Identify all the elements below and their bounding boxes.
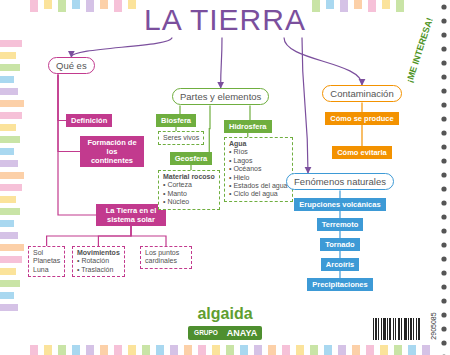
- node-text: • Ríos: [229, 148, 288, 156]
- connector-line: [98, 226, 131, 246]
- barcode-ground: [370, 316, 424, 342]
- node-text: Arcoíris: [326, 260, 354, 269]
- barcode: [373, 318, 420, 340]
- connector-line: [361, 125, 362, 146]
- node-text: Hidrosfera: [229, 122, 267, 131]
- category-box: Contaminación: [322, 85, 401, 102]
- color-strips: [0, 0, 430, 355]
- connector-line: [302, 38, 308, 174]
- title-node: LA TIERRA: [142, 3, 308, 38]
- connector-line: [249, 105, 250, 120]
- node-text: Sol Planetas Luna: [33, 249, 60, 274]
- connector-line: [179, 105, 180, 114]
- node-text: • Estados del agua: [229, 182, 288, 190]
- topic-box: Arcoíris: [321, 258, 359, 271]
- detail-box: Movimientos• Rotación• Traslación: [72, 246, 125, 277]
- logo-band: [188, 326, 262, 340]
- node-text: Geosfera: [175, 154, 208, 163]
- detail-box: Sol Planetas Luna: [28, 246, 65, 277]
- color-strips: [0, 0, 390, 355]
- color-strips: [0, 0, 416, 355]
- node-text: Biosfera: [161, 116, 191, 125]
- topic-box: Formación de los continentes: [80, 136, 144, 167]
- node-text: Cómo se produce: [330, 114, 393, 123]
- node-text: Seres vivos: [163, 134, 199, 142]
- node-text: • Corteza: [163, 181, 215, 189]
- node-text: Terremoto: [322, 220, 359, 229]
- node-text: • Manto: [163, 190, 215, 198]
- node-text: Fenómenos naturales: [294, 176, 386, 187]
- node-text: • Traslación: [77, 266, 120, 274]
- node-text: • Ciclo del agua: [229, 190, 288, 198]
- topic-box: Cómo evitarla: [332, 146, 392, 159]
- topic-box: Biosfera: [156, 114, 196, 127]
- node-text: Material rocoso: [163, 173, 215, 181]
- connector-line: [58, 74, 80, 151]
- connector-line: [47, 226, 131, 246]
- topic-box: Terremoto: [317, 218, 364, 231]
- spiral-binding: [440, 0, 448, 355]
- topic-box: Tornado: [320, 238, 359, 251]
- node-text: • Océanos: [229, 165, 288, 173]
- node-text: Qué es: [56, 60, 87, 71]
- detail-box: Agua• Ríos• Lagos• Océanos• Hielo• Estad…: [224, 137, 293, 202]
- connector-line: [339, 231, 340, 238]
- node-text: La Tierra en el sistema solar: [101, 206, 161, 224]
- node-text: Formación de los continentes: [85, 138, 139, 165]
- connector-line: [339, 271, 340, 278]
- topic-box: Erupciones volcánicas: [294, 198, 385, 211]
- node-text: • Núcleo: [163, 198, 215, 206]
- publisher-logo: algaida: [197, 305, 252, 323]
- publisher-logo: ANAYA: [227, 328, 257, 338]
- node-text: • Lagos: [229, 157, 288, 165]
- connector-line: [131, 226, 166, 246]
- node-text: • Rotación: [77, 257, 120, 265]
- publisher-logo: GRUPO: [194, 329, 218, 336]
- node-text: • Hielo: [229, 174, 288, 182]
- connector-line: [58, 74, 66, 120]
- connector-line: [339, 211, 340, 218]
- connector-line: [339, 251, 340, 258]
- product-code: 2905085: [430, 312, 438, 339]
- detail-box: Material rocoso• Corteza• Manto• Núcleo: [158, 170, 220, 210]
- color-strips: [0, 0, 404, 355]
- connector-line: [361, 102, 362, 112]
- badge-text: ¡ME INTERESA!: [405, 16, 436, 83]
- connector-group: [47, 38, 362, 279]
- node-text: Definición: [71, 116, 107, 125]
- node-text: Partes y elementos: [180, 91, 261, 102]
- node-text: Los puntos cardinales: [145, 249, 187, 266]
- connector-line: [221, 38, 222, 89]
- detail-box: Los puntos cardinales: [140, 246, 192, 269]
- node-text: LA TIERRA: [144, 3, 306, 38]
- topic-box: Geosfera: [170, 152, 213, 165]
- category-box: Partes y elementos: [172, 88, 269, 105]
- node-text: Erupciones volcánicas: [299, 200, 380, 209]
- detail-box: Seres vivos: [158, 131, 204, 145]
- connector-line: [339, 190, 340, 198]
- topic-box: Hidrosfera: [224, 120, 272, 133]
- node-text: Cómo evitarla: [337, 148, 387, 157]
- category-box: Fenómenos naturales: [286, 173, 394, 190]
- node-text: Contaminación: [330, 88, 393, 99]
- connector-line: [209, 105, 211, 152]
- node-text: Precipitaciones: [312, 280, 367, 289]
- topic-box: Definición: [66, 114, 112, 127]
- topic-box: Cómo se produce: [325, 112, 398, 125]
- node-text: Tornado: [325, 240, 354, 249]
- node-text: Movimientos: [77, 249, 120, 257]
- topic-box: La Tierra en el sistema solar: [96, 204, 166, 226]
- topic-box: Precipitaciones: [307, 278, 372, 291]
- connector-line: [71, 38, 172, 58]
- connector-line: [284, 38, 362, 86]
- category-box: Qué es: [48, 57, 95, 74]
- node-text: Agua: [229, 140, 288, 148]
